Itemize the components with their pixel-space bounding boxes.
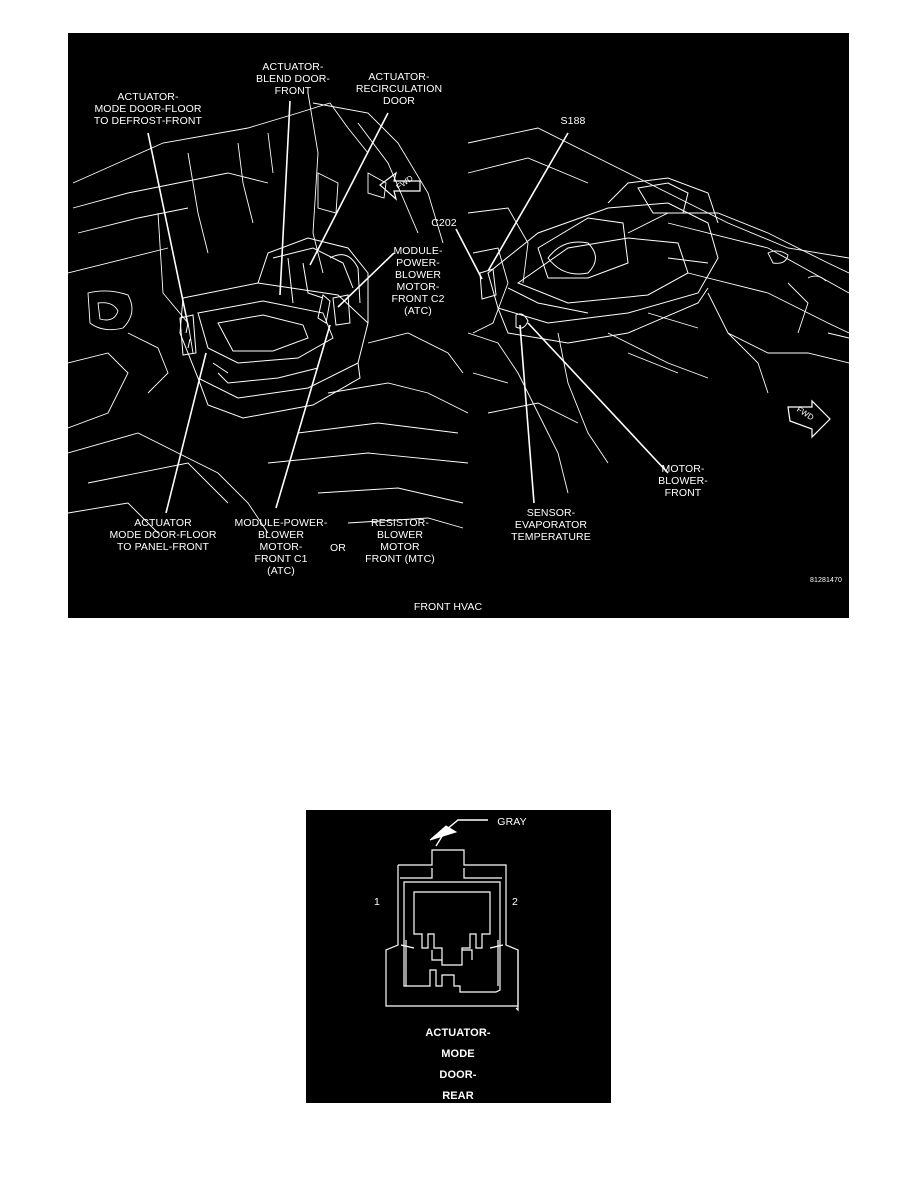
left-hvac-housing: [179, 237, 369, 419]
right-vehicle-structure: [467, 127, 849, 494]
connector-pin-2-label: 2: [512, 896, 518, 908]
fwd-arrow-right: [787, 399, 831, 439]
right-hvac-housing: [479, 177, 719, 344]
gray-leader-arrow: [429, 819, 488, 847]
right-leader-lines[interactable]: [455, 132, 669, 504]
left-vehicle-structure: [68, 92, 469, 534]
fwd-arrow-left: [379, 171, 421, 201]
connector-body: [385, 849, 519, 1012]
label-resistor-blower-motor: RESISTOR- BLOWER MOTOR FRONT (MTC): [365, 517, 435, 565]
label-c202: C202: [431, 217, 457, 229]
figure-caption: FRONT HVAC: [413, 601, 483, 613]
connector-figure: GRAY 1 2 ACTUATOR- MODE DOOR- REAR: [306, 810, 611, 1103]
label-module-power-blower-c1: MODULE-POWER- BLOWER MOTOR- FRONT C1 (AT…: [234, 517, 328, 577]
connector-pin-1-label: 1: [374, 896, 380, 908]
label-actuator-mode-door-floor-panel: ACTUATOR MODE DOOR-FLOOR TO PANEL-FRONT: [109, 517, 217, 553]
front-hvac-figure: ACTUATOR- MODE DOOR-FLOOR TO DEFROST-FRO…: [68, 33, 849, 618]
connector-title: ACTUATOR- MODE DOOR- REAR: [425, 1027, 491, 1102]
figure-number: 81281470: [810, 577, 842, 584]
connector-color-label: GRAY: [497, 816, 527, 828]
label-actuator-recirculation-door: ACTUATOR- RECIRCULATION DOOR: [355, 71, 443, 107]
label-or: OR: [330, 542, 346, 554]
hvac-line-art: [68, 92, 849, 534]
label-s188: S188: [560, 115, 586, 127]
label-actuator-blend-door: ACTUATOR- BLEND DOOR- FRONT: [255, 61, 331, 97]
left-leader-lines[interactable]: [147, 100, 395, 514]
label-motor-blower-front: MOTOR- BLOWER- FRONT: [658, 463, 708, 499]
label-sensor-evaporator-temperature: SENSOR- EVAPORATOR TEMPERATURE: [511, 507, 591, 543]
connector-line-art: [385, 819, 519, 1012]
label-actuator-mode-door-floor-defrost: ACTUATOR- MODE DOOR-FLOOR TO DEFROST-FRO…: [93, 91, 203, 127]
label-module-power-blower-c2: MODULE- POWER- BLOWER MOTOR- FRONT C2 (A…: [391, 245, 445, 317]
